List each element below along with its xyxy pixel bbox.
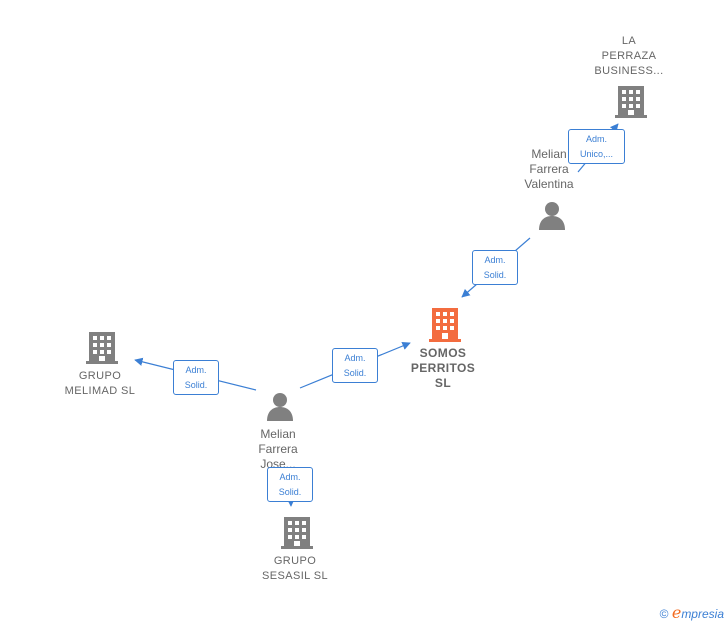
building-icon[interactable]	[615, 84, 647, 118]
brand-logo-initial: e	[671, 603, 682, 622]
node-label-grupo-sesasil[interactable]: GRUPO SESASIL SL	[262, 555, 328, 582]
brand-name: mpresia	[681, 607, 724, 621]
edge-label-jose-sesasil[interactable]: Adm. Solid.	[267, 467, 313, 502]
building-icon-main[interactable]	[429, 306, 461, 342]
edge-label-jose-melimad[interactable]: Adm. Solid.	[173, 360, 219, 395]
node-label-somos-perritos[interactable]: SOMOS PERRITOS SL	[410, 346, 476, 390]
copyright-symbol: ©	[659, 607, 669, 621]
node-label-jose[interactable]: Melian Farrera Jose...	[258, 427, 298, 471]
node-label-grupo-melimad[interactable]: GRUPO MELIMAD SL	[64, 370, 136, 397]
brand-footer[interactable]: © empresia	[660, 603, 724, 622]
edge-label-valentina-somos[interactable]: Adm. Solid.	[472, 250, 518, 285]
node-label-la-perraza[interactable]: LA PERRAZA BUSINESS...	[594, 35, 664, 77]
person-icon[interactable]	[265, 391, 295, 421]
person-icon[interactable]	[537, 200, 567, 230]
edge-label-valentina-perraza[interactable]: Adm. Unico,...	[568, 129, 625, 164]
building-icon[interactable]	[86, 330, 118, 364]
node-label-valentina[interactable]: Melian Farrera Valentina	[524, 147, 574, 191]
building-icon[interactable]	[281, 515, 313, 549]
edge-label-jose-somos[interactable]: Adm. Solid.	[332, 348, 378, 383]
